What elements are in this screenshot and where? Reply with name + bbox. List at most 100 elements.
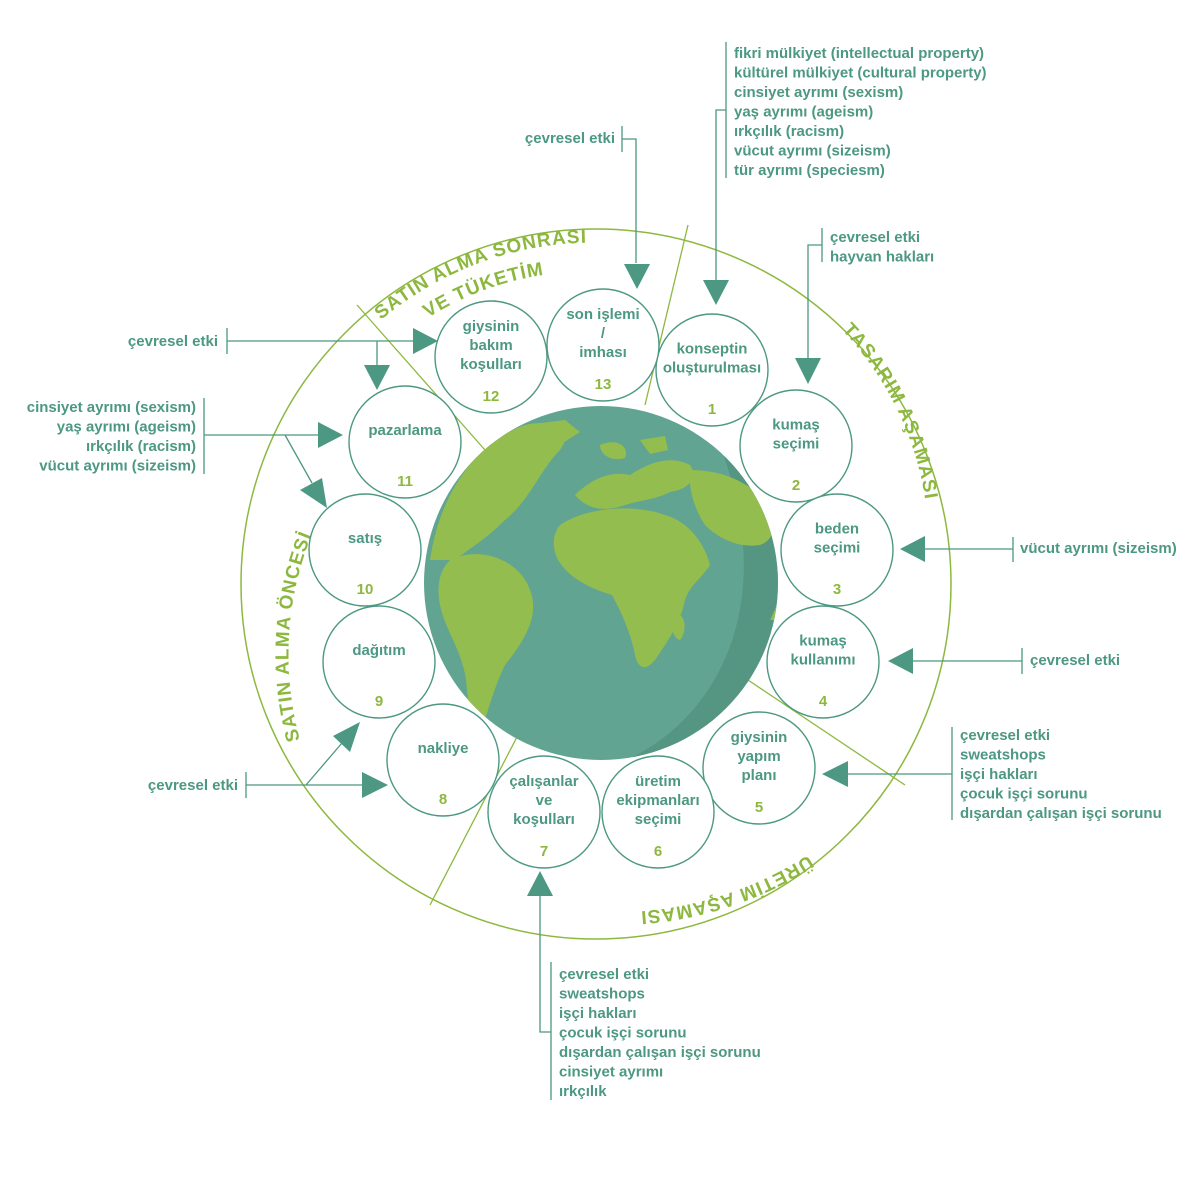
issue-label: cinsiyet ayrımı (sexism)	[734, 84, 903, 101]
process-node-label: nakliye	[418, 740, 469, 757]
process-node-label: üretim	[635, 773, 681, 790]
issue-label: yaş ayrımı (ageism)	[734, 104, 873, 121]
outer-ring	[240, 228, 952, 940]
issue-label: çocuk işçi sorunu	[559, 1025, 687, 1042]
process-node-number: 11	[397, 473, 413, 490]
arrow-to-node-8	[362, 772, 388, 798]
process-node-number: 2	[792, 477, 800, 494]
arrow-to-node-10	[300, 478, 327, 508]
process-node-circle	[739, 389, 853, 503]
process-node-number: 3	[833, 581, 841, 598]
process-node: giysinin yapım planı 5	[702, 711, 816, 825]
process-node-circle	[308, 493, 422, 607]
process-node-label: imhası	[579, 344, 627, 361]
arrowheads	[300, 264, 925, 896]
process-node-label: kumaş	[799, 633, 847, 650]
issue-label: dışardan çalışan işçi sorunu	[960, 805, 1162, 822]
process-node-label: seçimi	[814, 540, 861, 557]
issue-group-top-right: fikri mülkiyet (intellectual property) kü…	[734, 45, 987, 179]
process-node-number: 7	[540, 843, 548, 860]
process-node-label: giysinin	[463, 318, 520, 335]
issue-label: vücut ayrımı (sizeism)	[734, 143, 891, 160]
globe-icon	[424, 406, 778, 760]
process-node-number: 13	[595, 376, 612, 393]
divider-right	[747, 679, 906, 786]
process-node-circle	[546, 288, 660, 402]
process-node-circle	[322, 605, 436, 719]
issue-label: işçi hakları	[960, 766, 1038, 783]
process-node-label: kumaş	[772, 417, 820, 434]
issue-label: çevresel etki	[960, 727, 1050, 744]
process-node-label: oluşturulması	[663, 360, 761, 377]
arrow-to-node-4	[888, 648, 913, 674]
process-node-label: beden	[815, 521, 859, 538]
process-node-number: 9	[375, 693, 383, 710]
arrow-to-node-12	[413, 328, 438, 354]
issue-label: çevresel etki	[1030, 652, 1120, 669]
issue-group-top-left: çevresel etki	[525, 130, 615, 147]
process-node-number: 1	[708, 401, 716, 418]
issue-group-right-env: çevresel etki	[1030, 652, 1120, 669]
issue-label: vücut ayrımı (sizeism)	[1020, 540, 1177, 557]
issue-label: çevresel etki	[148, 777, 238, 794]
process-node-label: giysinin	[731, 729, 788, 746]
issue-label: kültürel mülkiyet (cultural property)	[734, 65, 987, 82]
issue-label: hayvan hakları	[830, 249, 934, 266]
arrow-to-node-13	[624, 264, 650, 289]
process-node-label: seçimi	[773, 436, 820, 453]
issue-labels: çevresel etki fikri mülkiyet (intellectua…	[27, 45, 1177, 1100]
process-nodes: konseptin oluşturulması 1 kumaş seçimi 2 beden…	[308, 288, 894, 869]
issue-label: sweatshops	[559, 986, 645, 1003]
issue-group-right-sizeism: vücut ayrımı (sizeism)	[1020, 540, 1177, 557]
divider-top-right	[644, 224, 689, 406]
phase-design-title: TASARIM AŞAMASI	[838, 319, 941, 501]
arrow-to-node-9	[333, 722, 360, 752]
process-node-number: 5	[755, 799, 763, 816]
process-node-label: koşulları	[513, 811, 575, 828]
process-node-circle	[487, 755, 601, 869]
arrow-to-node-11b	[318, 422, 343, 448]
arrow-to-node-2	[795, 358, 821, 384]
divider-top-left	[356, 304, 486, 451]
process-node-circle	[386, 703, 500, 817]
issue-group-left-env-bottom: çevresel etki	[148, 777, 238, 794]
process-node-label: kullanımı	[790, 652, 855, 669]
issue-label: çevresel etki	[559, 966, 649, 983]
issue-label: tür ayrımı (speciesm)	[734, 162, 885, 179]
process-node-label: satış	[348, 530, 382, 547]
process-node-number: 4	[819, 693, 828, 710]
process-node: pazarlama 11	[348, 385, 462, 499]
issue-label: cinsiyet ayrımı	[559, 1064, 663, 1081]
process-node-label: çalışanlar	[509, 773, 578, 790]
process-node-label: son işlemi	[566, 306, 639, 323]
arrow-to-node-7	[527, 871, 553, 896]
process-node-label: pazarlama	[368, 422, 442, 439]
process-node-circle	[780, 493, 894, 607]
process-node-label: /	[601, 325, 606, 342]
process-node-label: konseptin	[677, 341, 748, 358]
arrow-to-node-5	[822, 761, 848, 787]
issue-label: fikri mülkiyet (intellectual property)	[734, 45, 984, 62]
issue-label: işçi hakları	[559, 1005, 637, 1022]
issue-label: yaş ayrımı (ageism)	[57, 419, 196, 436]
process-node-label: planı	[741, 767, 776, 784]
issue-group-left-env-top: çevresel etki	[128, 333, 218, 350]
process-node-label: yapım	[737, 748, 780, 765]
issue-label: ırkçılık (racism)	[734, 123, 844, 140]
arrow-to-node-3	[900, 536, 925, 562]
process-node: satış 10	[308, 493, 422, 607]
connectors	[203, 42, 1023, 1100]
issue-label: sweatshops	[960, 747, 1046, 764]
arrow-to-node-11a	[364, 365, 390, 390]
process-node: kumaş kullanımı 4	[766, 605, 880, 719]
process-node-number: 12	[483, 388, 500, 405]
process-node: kumaş seçimi 2	[739, 389, 853, 503]
process-node-number: 10	[357, 581, 374, 598]
process-node: konseptin oluşturulması 1	[655, 313, 769, 427]
